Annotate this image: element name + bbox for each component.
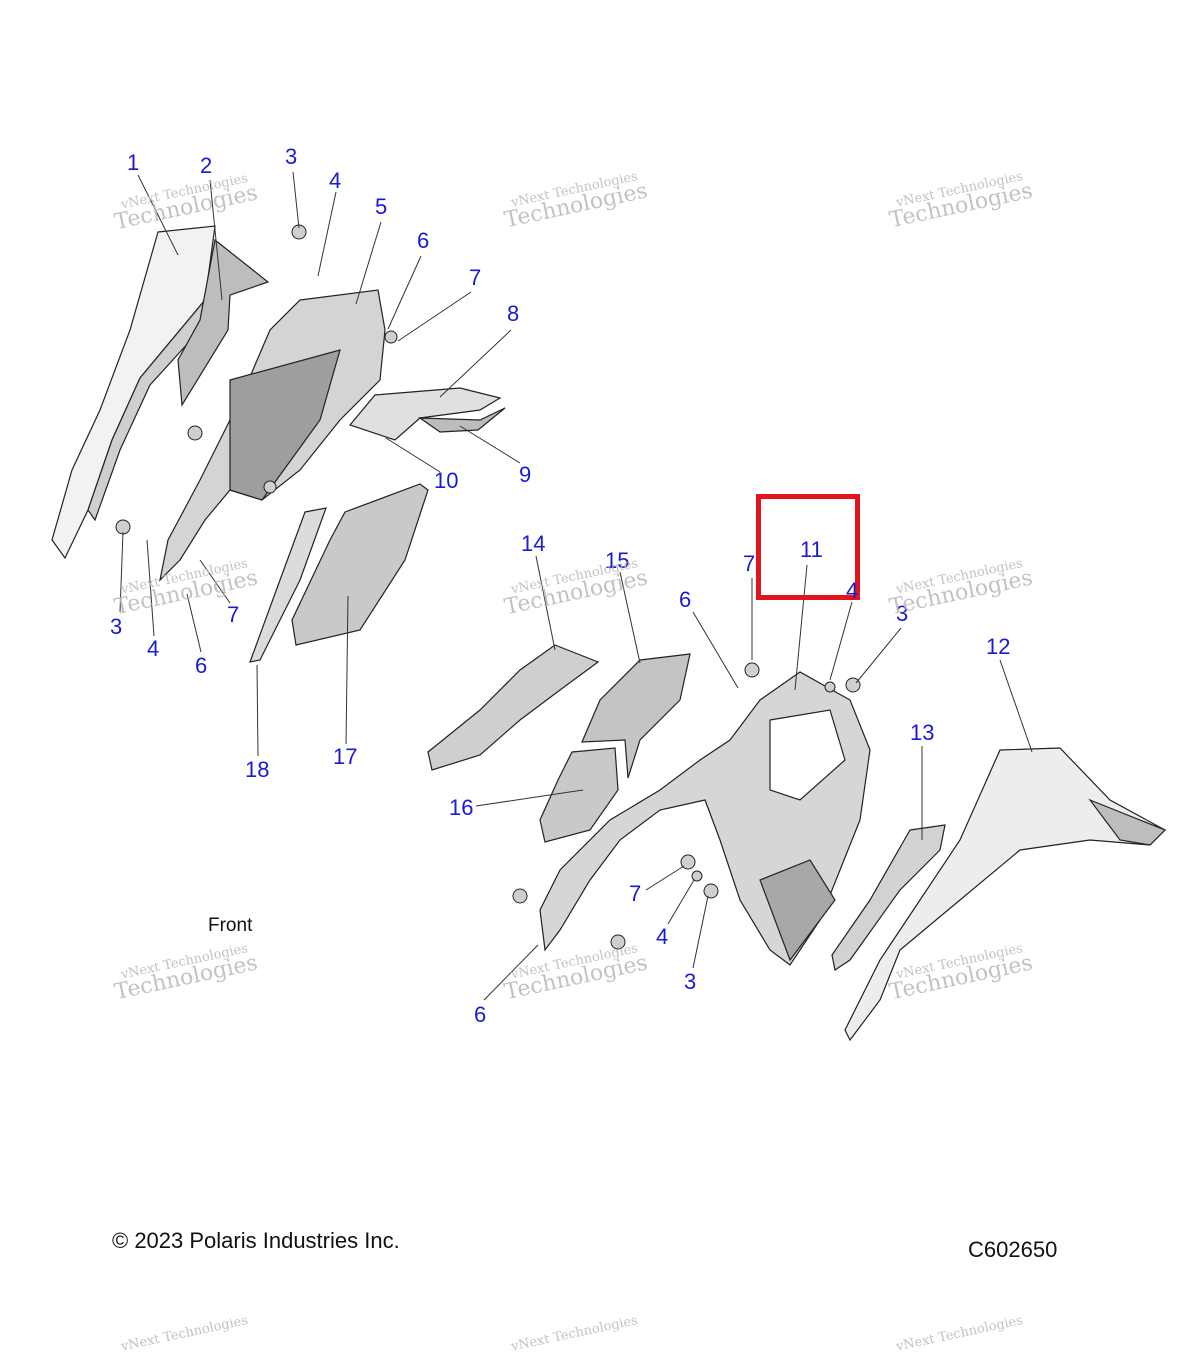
callout-1[interactable]: 1 [127,150,140,175]
callout-10[interactable]: 10 [434,468,459,493]
callout-18[interactable]: 18 [245,757,270,782]
leader-lines [119,171,1033,1001]
callout-15[interactable]: 15 [605,548,630,573]
part-8-trim [348,387,506,441]
callout-11[interactable]: 11 [800,537,823,562]
callout-4-left[interactable]: 4 [147,636,160,661]
callout-4-right[interactable]: 4 [846,578,859,603]
callout-6-right[interactable]: 6 [679,587,692,612]
highlight-box [756,494,860,600]
callout-8[interactable]: 8 [507,301,520,326]
callout-6-bottom[interactable]: 6 [474,1002,487,1027]
part-18-strip [249,507,327,663]
callout-7-left[interactable]: 7 [227,602,240,627]
callout-12[interactable]: 12 [986,634,1011,659]
part-13-trim [831,824,946,971]
callout-7-bottom[interactable]: 7 [629,881,642,906]
diagram-code: C602650 [968,1237,1058,1262]
callout-13[interactable]: 13 [910,720,935,745]
part-14-pad [427,644,600,771]
callout-9[interactable]: 9 [519,462,532,487]
part-15-pad [581,653,691,779]
callout-3-right[interactable]: 3 [896,601,909,626]
part-11-front-bracket [539,671,871,966]
fasteners [115,224,861,950]
callout-6-left[interactable]: 6 [195,653,208,678]
callout-17[interactable]: 17 [333,744,358,769]
callout-16[interactable]: 16 [449,795,474,820]
part-16-pad [539,747,619,843]
callout-2[interactable]: 2 [200,153,213,178]
callout-3-bottom[interactable]: 3 [684,969,697,994]
callout-7[interactable]: 7 [469,265,482,290]
front-label: Front [208,915,253,936]
callout-3[interactable]: 3 [285,144,298,169]
part-12-side-panel [844,747,1167,1042]
callout-4[interactable]: 4 [329,168,342,193]
callout-7-right[interactable]: 7 [743,551,756,576]
callout-3-left[interactable]: 3 [110,614,123,639]
callout-6[interactable]: 6 [417,228,430,253]
part-17-pad [291,483,429,646]
callout-5[interactable]: 5 [375,194,388,219]
callout-14[interactable]: 14 [521,531,546,556]
callout-4-bottom[interactable]: 4 [656,924,669,949]
copyright-text: © 2023 Polaris Industries Inc. [112,1228,400,1253]
part-2-inner-panel [177,238,270,407]
part-5-bracket [159,289,386,582]
